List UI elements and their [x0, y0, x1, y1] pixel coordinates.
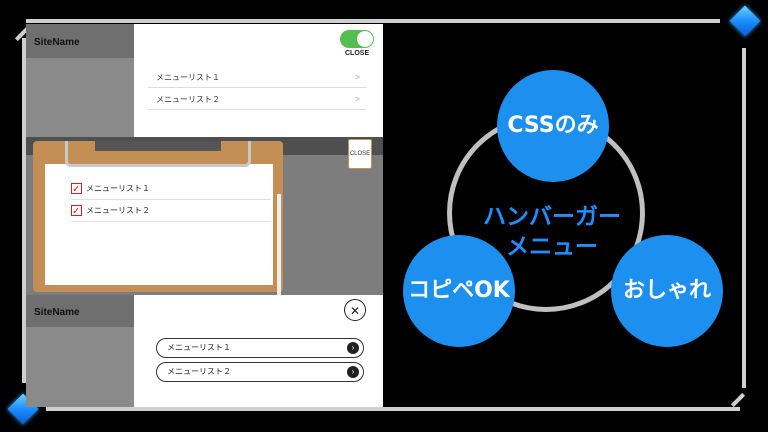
chevron-right-icon: > — [354, 72, 360, 82]
pill-menu-demo: SiteName ✕ メニューリスト１ › メニューリスト２ › — [26, 295, 383, 407]
menu-item-2[interactable]: メニューリスト２ — [71, 200, 271, 222]
feature-bubble-copy-paste: コピペOK — [403, 235, 515, 347]
center-title-line-2: メニュー — [506, 234, 598, 260]
clipboard-close-button[interactable]: CLOSE — [348, 139, 372, 169]
menu-item-label: メニューリスト１ — [86, 184, 150, 193]
clipboard-menu-demo: メニューリスト１ メニューリスト２ CLOSE — [26, 137, 383, 295]
menu-item-1[interactable]: メニューリスト１ > — [148, 67, 366, 88]
site-header — [26, 24, 134, 58]
frame-left-line — [22, 38, 26, 383]
feature-diagram: CSSのみ コピペOK おしゃれ ハンバーガー メニュー — [383, 22, 723, 408]
frame-top-line — [26, 19, 720, 23]
checkbox-icon — [71, 201, 82, 222]
menu-item-label: メニューリスト１ — [156, 73, 220, 82]
scrollbar[interactable] — [277, 194, 281, 295]
center-title-line-1: ハンバーガー — [483, 204, 621, 230]
frame-bottom-line — [46, 407, 740, 411]
menu-item-label: メニューリスト２ — [86, 206, 150, 215]
menu-item-label: メニューリスト２ — [167, 367, 231, 376]
close-label: CLOSE — [349, 151, 371, 157]
toggle-knob — [357, 31, 373, 47]
site-header — [26, 295, 134, 327]
clipboard-board: メニューリスト１ メニューリスト２ — [33, 141, 283, 295]
menu-item-1[interactable]: メニューリスト１ — [71, 178, 271, 200]
menu-item-label: メニューリスト１ — [167, 343, 231, 352]
menu-item-2[interactable]: メニューリスト２ > — [148, 89, 366, 110]
frame-right-line — [742, 48, 746, 388]
menu-toggle-switch[interactable] — [340, 30, 374, 48]
diamond-top-right-icon — [729, 5, 761, 37]
feature-bubble-css-only: CSSのみ — [497, 70, 609, 182]
site-name: SiteName — [34, 37, 80, 48]
arrow-right-icon: › — [347, 342, 359, 354]
feature-bubble-stylish: おしゃれ — [611, 235, 723, 347]
menu-item-label: メニューリスト２ — [156, 95, 220, 104]
clipboard-paper: メニューリスト１ メニューリスト２ — [45, 164, 281, 295]
menu-item-2[interactable]: メニューリスト２ › — [156, 362, 364, 382]
frame-right-diagonal — [730, 392, 746, 408]
checkbox-icon — [71, 179, 82, 200]
close-icon[interactable]: ✕ — [344, 299, 366, 321]
chevron-right-icon: > — [354, 94, 360, 104]
toggle-menu-demo: SiteName CLOSE メニューリスト１ > メニューリスト２ > — [26, 24, 383, 137]
clipboard-clip-bar — [95, 141, 221, 151]
clipboard-clip — [65, 141, 251, 167]
diagram-center-title: ハンバーガー メニュー — [463, 202, 641, 262]
arrow-right-icon: › — [347, 366, 359, 378]
menu-demos-area: SiteName CLOSE メニューリスト１ > メニューリスト２ > メニューリ… — [26, 24, 383, 407]
close-label: CLOSE — [345, 50, 370, 57]
menu-item-1[interactable]: メニューリスト１ › — [156, 338, 364, 358]
site-name: SiteName — [34, 307, 80, 318]
